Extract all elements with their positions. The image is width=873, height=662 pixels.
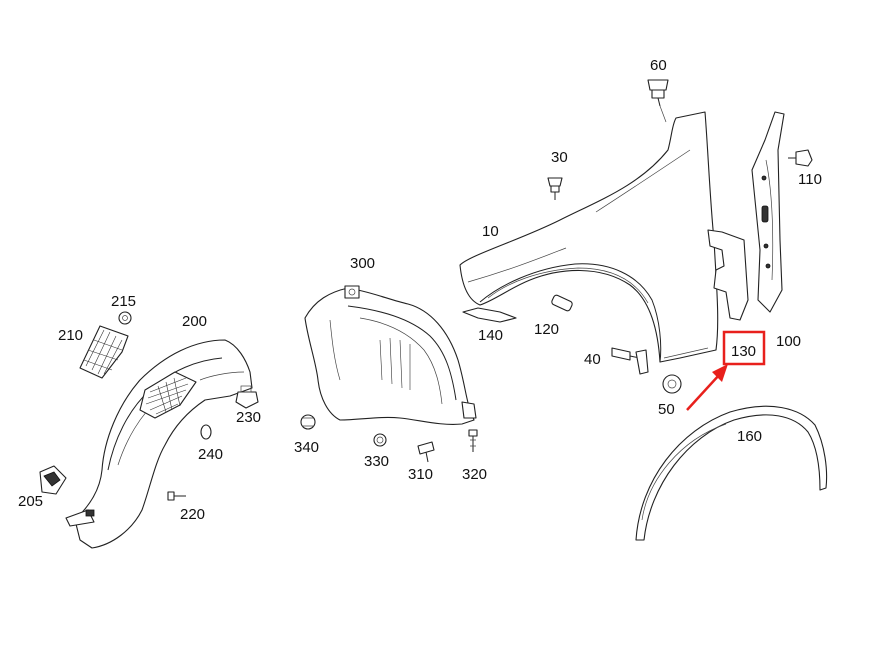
label-30: 30 xyxy=(551,149,568,166)
bolt-40-part xyxy=(611,347,649,375)
screw-310-part xyxy=(417,441,435,463)
bracket-205-part xyxy=(39,465,67,495)
label-205: 205 xyxy=(18,493,43,510)
label-130: 130 xyxy=(731,343,756,360)
molding-160-part xyxy=(635,405,828,541)
bolt-60-part xyxy=(647,79,669,123)
liner-200-part xyxy=(65,339,253,549)
label-210: 210 xyxy=(58,327,83,344)
nut-50-part xyxy=(662,374,682,394)
label-140: 140 xyxy=(478,327,503,344)
label-100: 100 xyxy=(776,333,801,350)
bracket-130-part xyxy=(707,229,749,321)
label-310: 310 xyxy=(408,466,433,483)
label-10: 10 xyxy=(482,223,499,240)
vent-210-part xyxy=(79,325,129,379)
bracket-140-part xyxy=(462,307,517,323)
label-50: 50 xyxy=(658,401,675,418)
plug-110-part xyxy=(788,149,813,167)
label-220: 220 xyxy=(180,506,205,523)
label-120: 120 xyxy=(534,321,559,338)
clip-215-part xyxy=(118,311,132,325)
nut-340-part xyxy=(300,414,316,430)
label-240: 240 xyxy=(198,446,223,463)
label-300: 300 xyxy=(350,255,375,272)
screw-30-part xyxy=(547,177,563,200)
label-340: 340 xyxy=(294,439,319,456)
label-60: 60 xyxy=(650,57,667,74)
rivet-320-part xyxy=(468,429,478,452)
label-160: 160 xyxy=(737,428,762,445)
label-230: 230 xyxy=(236,409,261,426)
screw-220-part xyxy=(167,491,186,501)
fender-part xyxy=(459,111,719,363)
grommet-330-part xyxy=(373,433,387,447)
nut-230-part xyxy=(235,385,259,409)
clip-120-part xyxy=(551,294,573,312)
highlight-box xyxy=(722,330,766,366)
label-200: 200 xyxy=(182,313,207,330)
label-110: 110 xyxy=(798,171,822,188)
liner-300-part xyxy=(304,285,477,425)
grommet-240-part xyxy=(200,424,212,440)
label-330: 330 xyxy=(364,453,389,470)
label-215: 215 xyxy=(111,293,136,310)
red-arrow-icon xyxy=(686,364,728,411)
label-320: 320 xyxy=(462,466,487,483)
support-100-part xyxy=(751,111,785,313)
label-40: 40 xyxy=(584,351,601,368)
